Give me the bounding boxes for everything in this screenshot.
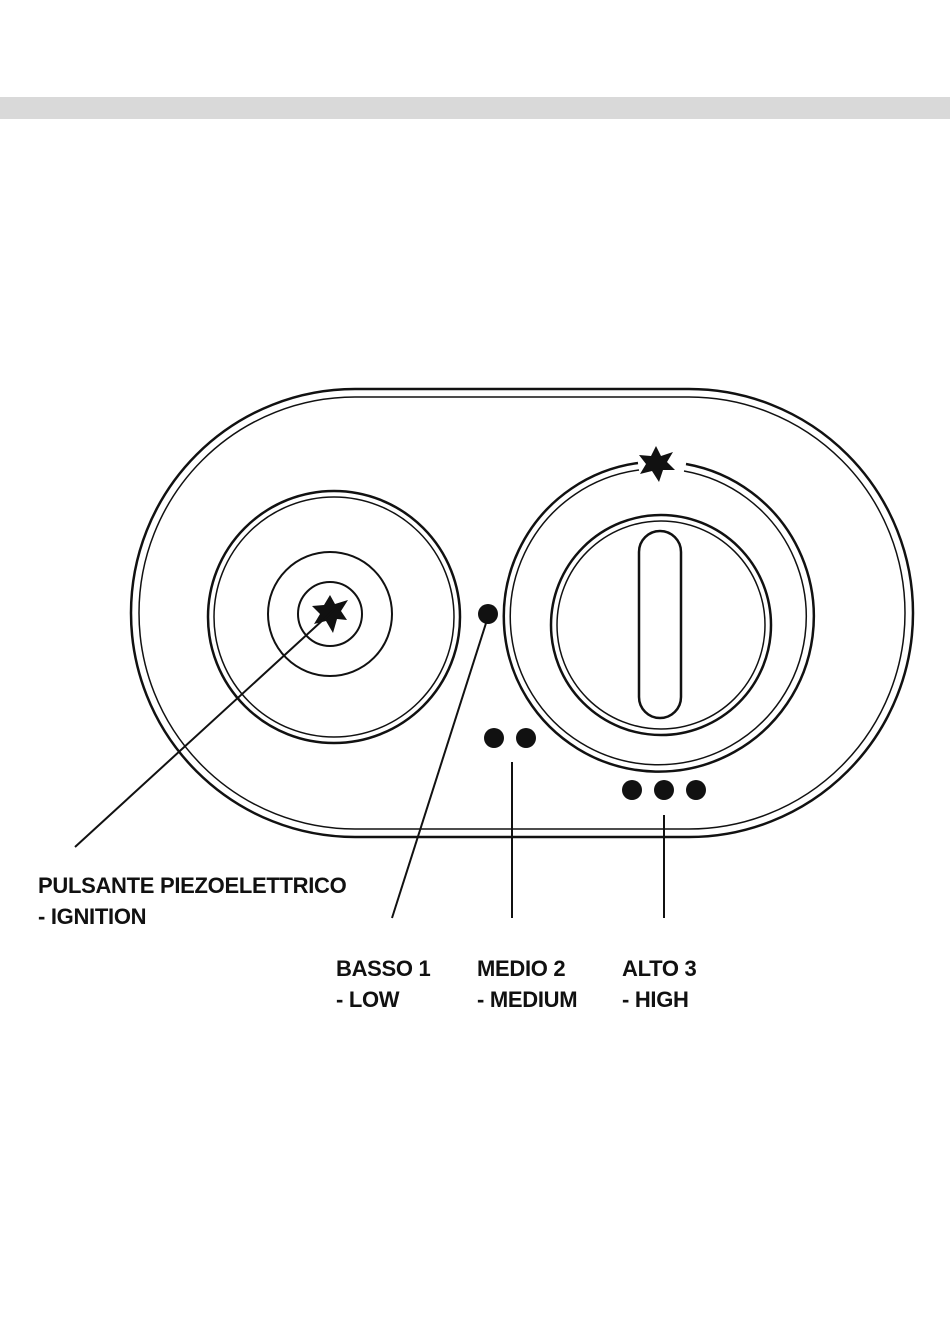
- low-leader-line: [392, 620, 487, 918]
- low-label-line2: - LOW: [336, 984, 430, 1015]
- high-marker-dots: [622, 780, 706, 800]
- medium-marker-dots: [484, 728, 536, 748]
- panel-outer-outline: [131, 389, 913, 837]
- medium-label-line2: - MEDIUM: [477, 984, 577, 1015]
- knob-handle[interactable]: [639, 531, 681, 718]
- high-label-line2: - HIGH: [622, 984, 696, 1015]
- medium-label: MEDIO 2 - MEDIUM: [477, 953, 577, 1015]
- low-label-line1: BASSO 1: [336, 953, 430, 984]
- ignition-leader-line: [75, 608, 336, 847]
- panel-inner-outline: [139, 397, 905, 829]
- ignition-button[interactable]: [208, 491, 460, 743]
- low-label: BASSO 1 - LOW: [336, 953, 430, 1015]
- spark-icon: [639, 446, 675, 482]
- ignition-label-line1: PULSANTE PIEZOELETTRICO: [38, 870, 346, 901]
- medium-label-line1: MEDIO 2: [477, 953, 577, 984]
- high-label: ALTO 3 - HIGH: [622, 953, 696, 1015]
- ignition-label: PULSANTE PIEZOELETTRICO - IGNITION: [38, 870, 346, 932]
- ignition-label-line2: - IGNITION: [38, 901, 346, 932]
- high-label-line1: ALTO 3: [622, 953, 696, 984]
- low-marker-dot: [478, 604, 498, 624]
- power-selector-knob[interactable]: [504, 446, 814, 772]
